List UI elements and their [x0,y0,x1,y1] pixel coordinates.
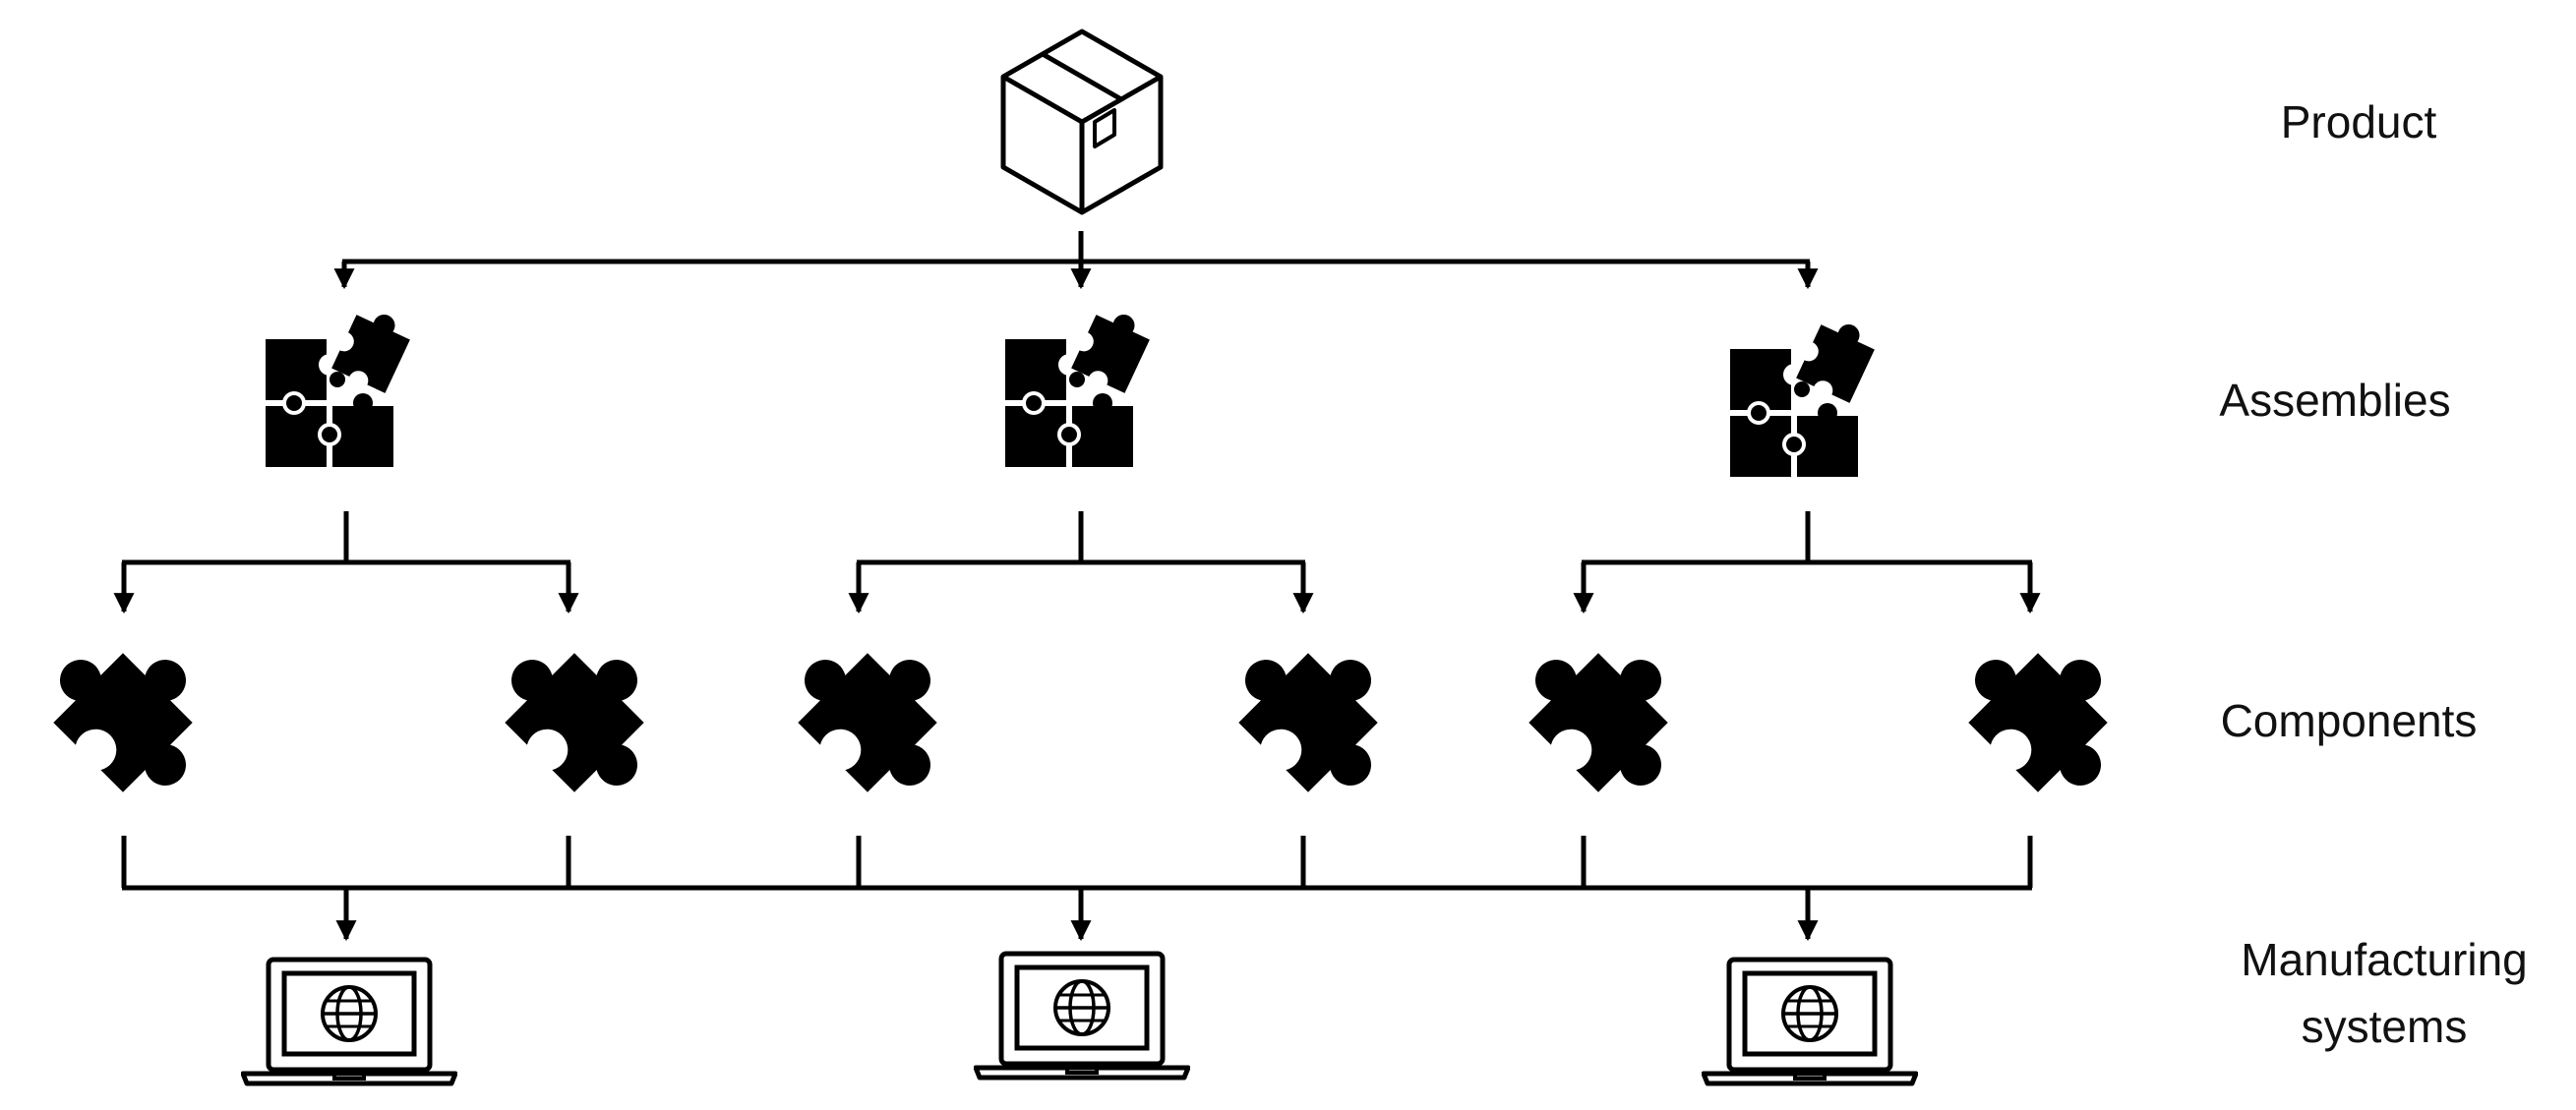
component-icon-1 [30,624,221,815]
components-row [30,624,2136,815]
assembly-icon-2 [1005,303,1156,467]
label-manufacturing: Manufacturing [2241,934,2528,985]
label-assemblies: Assemblies [2219,375,2450,426]
label-components: Components [2221,695,2478,746]
label-systems: systems [2302,1001,2468,1052]
product-box-icon [1000,29,1164,215]
assembly-icon-1 [266,303,416,467]
assembly-icon-3 [1730,313,1881,477]
connectors-product-assemblies [333,231,1819,290]
component-icon-3 [775,624,966,815]
component-icon-5 [1506,624,1697,815]
connectors-assemblies-components [113,511,2041,614]
component-icon-4 [1216,624,1407,815]
laptop-globe-icon-3 [1704,960,1916,1083]
component-icon-2 [482,624,673,815]
laptop-globe-icon-1 [243,960,455,1083]
component-icon-6 [1946,624,2136,815]
connectors-components-systems [121,836,2033,942]
systems-row [243,954,1916,1083]
laptop-globe-icon-2 [976,954,1188,1078]
assemblies-row [266,303,1881,477]
level-labels: Product Assemblies Components Manufactur… [2219,96,2527,1052]
label-product: Product [2281,96,2437,147]
